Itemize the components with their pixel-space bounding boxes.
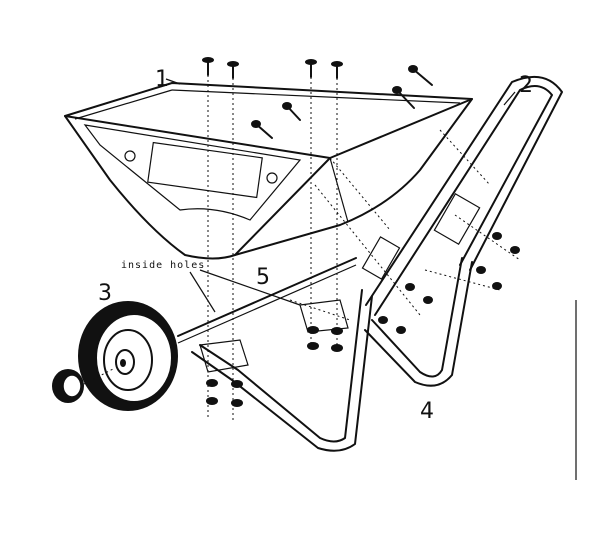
label-axle: 5 bbox=[256, 265, 270, 290]
label-tray: 1 bbox=[155, 67, 169, 92]
bolt-icon bbox=[408, 65, 433, 86]
label-handle: 2 bbox=[519, 73, 533, 98]
label-inside-holes: inside holes bbox=[121, 260, 205, 271]
bolt-icon bbox=[282, 102, 301, 121]
leader-inside-holes-1 bbox=[189, 271, 216, 313]
bolt-icon bbox=[392, 86, 415, 109]
leader-tray bbox=[165, 78, 181, 85]
wheel-hub-cap bbox=[52, 367, 116, 403]
nuts-and-washers bbox=[206, 232, 520, 407]
leader-handle bbox=[503, 91, 516, 106]
bolt-icon bbox=[251, 120, 273, 139]
leg-frame bbox=[191, 257, 473, 452]
leader-inside-holes-2 bbox=[199, 269, 301, 306]
assembly-guide-lines bbox=[207, 75, 521, 420]
axle bbox=[177, 257, 357, 344]
tray-bolts bbox=[202, 57, 433, 139]
tray bbox=[64, 82, 473, 260]
label-wheel: 3 bbox=[98, 281, 112, 306]
wheel bbox=[78, 301, 178, 411]
bolt-icon bbox=[331, 61, 343, 79]
bolt-icon bbox=[202, 57, 214, 76]
handle bbox=[361, 75, 563, 316]
bolt-icon bbox=[227, 61, 239, 79]
label-leg-frame: 4 bbox=[420, 399, 434, 424]
bolt-icon bbox=[305, 59, 317, 78]
